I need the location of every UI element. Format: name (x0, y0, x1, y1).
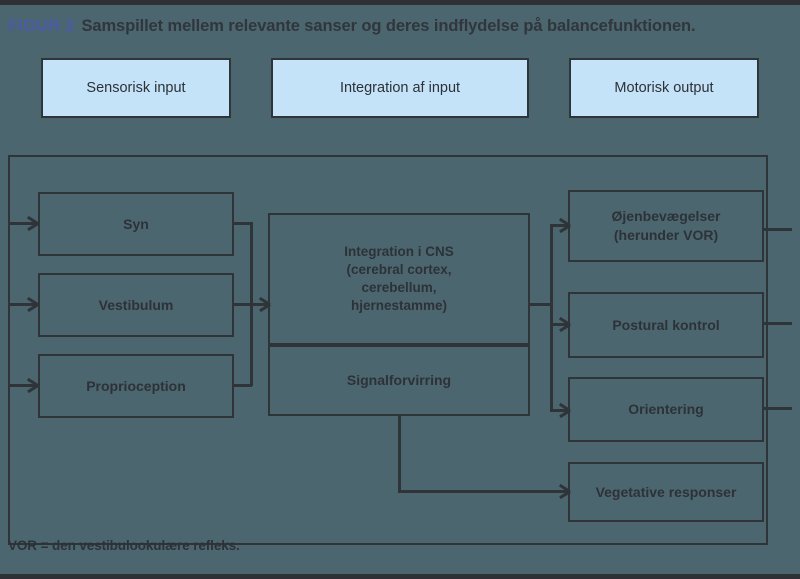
header-box-sensorisk-input: Sensorisk input (41, 58, 231, 118)
connector-vestibulum-to-bus (232, 303, 252, 306)
node-label: Vegetative responser (595, 483, 737, 500)
connector-orientering-feedback (762, 407, 792, 410)
node-label-line-4: hjernestamme) (350, 298, 448, 314)
node-label: Signalforvirring (346, 372, 452, 389)
connector-proprioception-to-bus (232, 384, 252, 387)
node-label-line-1: Integration i CNS (344, 243, 454, 259)
node-label: Proprioception (86, 377, 186, 394)
node-proprioception: Proprioception (38, 354, 234, 418)
header-box-integration-af-input: Integration af input (271, 58, 529, 118)
connector-output-bus (550, 224, 553, 412)
node-label: Vestibulum (98, 296, 174, 313)
connector-input-syn (10, 222, 40, 225)
connector-syn-to-bus (232, 222, 252, 225)
connector-postural-kontrol-feedback (762, 322, 792, 325)
node-label-line-1: Øjenbevægelser (611, 208, 721, 225)
connector-bus-to-postural-kontrol (550, 323, 570, 326)
node-signalforvirring: Signalforvirring (268, 345, 530, 416)
header-box-label: Integration af input (339, 80, 461, 96)
connector-signalforvirring-drop (398, 414, 401, 492)
connector-cns-to-output-bus (528, 303, 552, 306)
figure-caption-text: Samspillet mellem relevante sanser og de… (81, 16, 696, 35)
connector-ojenbevaegelser-feedback (762, 228, 792, 231)
node-integration-cns: Integration i CNS (cerebral cortex, cere… (268, 213, 530, 345)
header-box-motorisk-output: Motorisk output (569, 58, 759, 118)
node-postural-kontrol: Postural kontrol (568, 292, 764, 358)
diagram-panel (8, 155, 768, 545)
node-label-line-2: (cerebral cortex, (346, 261, 452, 277)
top-edge-bar (0, 0, 800, 5)
node-label-line-3: cerebellum, (361, 280, 437, 295)
node-label: Orientering (628, 401, 704, 418)
header-box-label: Motorisk output (614, 80, 714, 96)
node-vestibulum: Vestibulum (38, 273, 234, 337)
node-label: Syn (123, 215, 149, 232)
connector-input-proprioception (10, 384, 40, 387)
node-label-line-2: (herunder VOR) (613, 227, 719, 243)
header-box-label: Sensorisk input (86, 80, 186, 96)
node-vegetative-responser: Vegetative responser (568, 462, 764, 522)
connector-bus-to-cns (250, 303, 270, 306)
node-label: Postural kontrol (612, 316, 720, 333)
connector-bus-to-orientering (550, 409, 570, 412)
node-syn: Syn (38, 192, 234, 256)
bottom-edge-bar (0, 574, 800, 579)
connector-signalforvirring-to-vegetative (398, 490, 570, 493)
node-orientering: Orientering (568, 377, 764, 442)
figure-number-label: FIGUR 2 (8, 16, 75, 35)
connector-input-vestibulum (10, 303, 40, 306)
figure-caption: FIGUR 2 Samspillet mellem relevante sans… (8, 14, 798, 38)
figure-footnote: VOR = den vestibulookulære refleks. (8, 538, 240, 553)
connector-bus-to-ojenbevaegelser (550, 224, 570, 227)
node-ojenbevaegelser: Øjenbevægelser (herunder VOR) (568, 190, 764, 262)
